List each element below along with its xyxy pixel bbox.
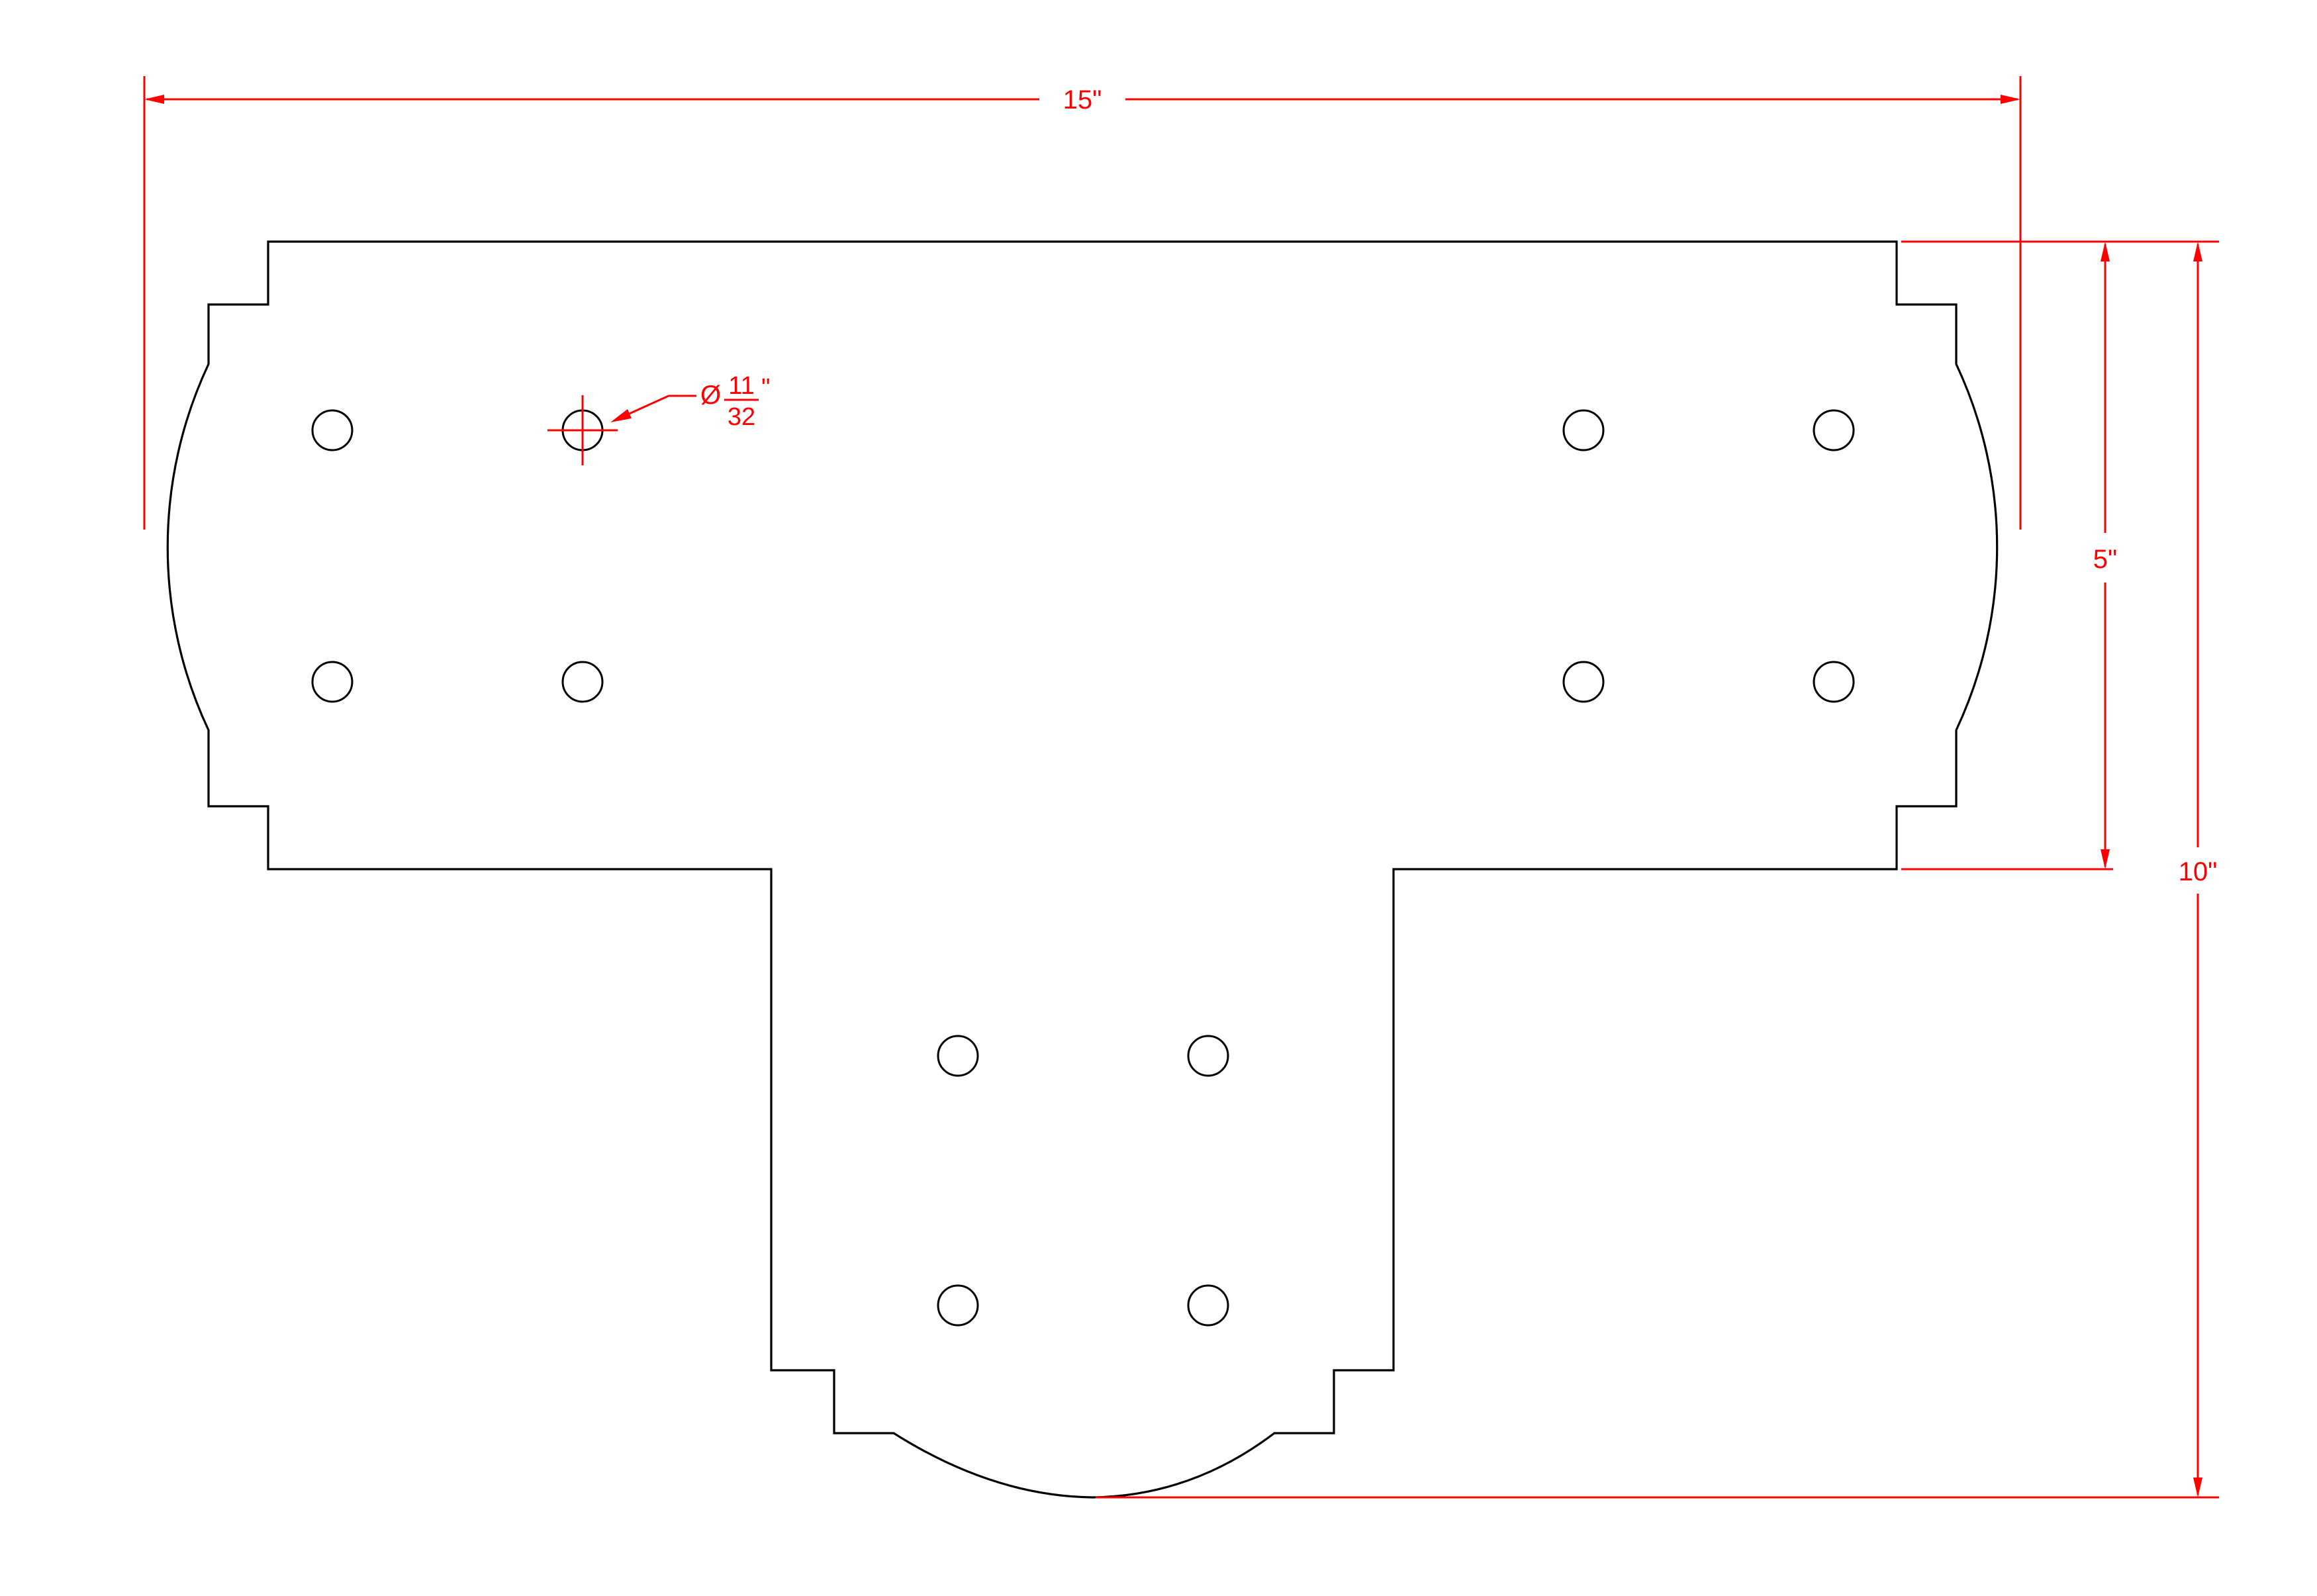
callout-unit-mark: " (761, 374, 771, 402)
plate-outline (166, 240, 1999, 1499)
callout-denominator: 32 (728, 403, 755, 431)
total-arrow-top (2193, 242, 2202, 261)
total-height-dimension: 10" (1096, 242, 2219, 1499)
upper-arrow-bottom (2101, 849, 2110, 869)
hole-right-3 (1562, 661, 1605, 703)
hole-stem-4 (1187, 1284, 1229, 1327)
width-arrow-right (2001, 95, 2020, 104)
hole-left-4 (561, 661, 604, 703)
hole-center-mark (547, 395, 618, 465)
total-arrow-bottom (2193, 1478, 2202, 1497)
upper-height-label: 5" (2093, 545, 2117, 574)
upper-arrow-top (2101, 242, 2110, 261)
hole-right-1 (1562, 409, 1605, 451)
callout-numerator: 11 (728, 372, 754, 400)
total-height-label: 10" (2179, 857, 2218, 886)
callout-arrow (610, 409, 632, 422)
hole-diameter-callout: Ø 11 32 " (610, 372, 771, 431)
width-dimension: 15" (143, 76, 2022, 530)
hole-left-3 (311, 661, 354, 703)
hole-stem-3 (937, 1284, 979, 1327)
hole-stem-2 (1187, 1035, 1229, 1077)
width-arrow-left (144, 95, 164, 104)
width-dimension-label: 15" (1063, 85, 1102, 115)
upper-height-dimension: 5" (1901, 240, 2219, 870)
hole-right-2 (1813, 409, 1855, 451)
hole-right-4 (1813, 661, 1855, 703)
callout-diameter-symbol: Ø (700, 381, 721, 410)
hole-left-1 (311, 409, 354, 451)
hole-stem-1 (937, 1035, 979, 1077)
